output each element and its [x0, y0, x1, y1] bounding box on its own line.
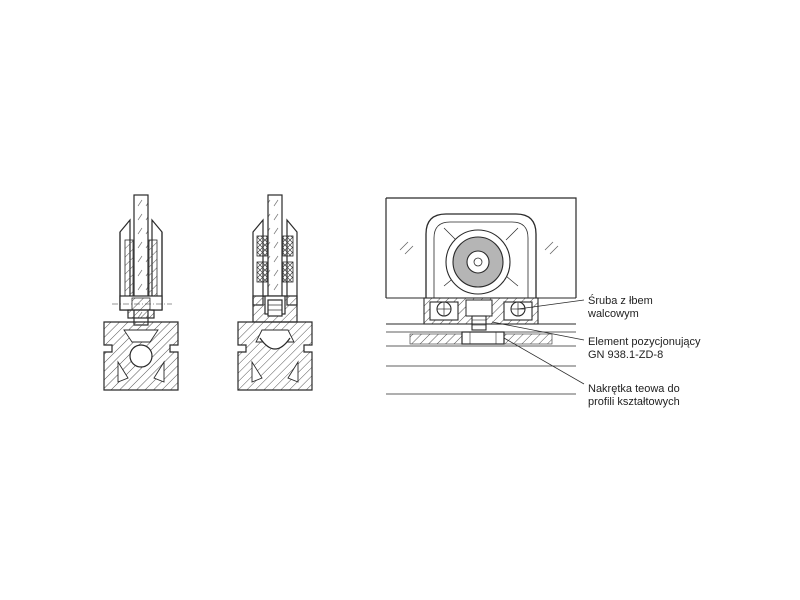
- right-detail-view: [385, 197, 585, 395]
- label-line: Śruba z łbem: [588, 295, 653, 307]
- label-line: Element pozycjonujący: [588, 336, 701, 348]
- label-line: Nakrętka teowa do: [588, 383, 680, 395]
- leader-screw: [517, 299, 585, 310]
- middle-rubber-insert: [256, 235, 268, 257]
- label-t-nut: Nakrętka teowa do profili kształtowych: [588, 383, 680, 409]
- label-line: GN 938.1-ZD-8: [588, 349, 664, 361]
- label-line: walcowym: [588, 308, 639, 320]
- leader-tnut: [503, 337, 585, 385]
- middle-screw: [267, 299, 283, 317]
- t-nut: [461, 331, 505, 345]
- left-section-view: [103, 194, 179, 391]
- positioning-element: [465, 299, 493, 317]
- middle-section-view: [237, 194, 313, 391]
- middle-glass-panel: [267, 194, 283, 301]
- leader-positioning: [491, 321, 585, 341]
- label-positioning-element: Element pozycjonujący GN 938.1-ZD-8: [588, 336, 701, 362]
- label-line: profili kształtowych: [588, 396, 680, 408]
- label-cap-screw: Śruba z łbem walcowym: [588, 295, 653, 321]
